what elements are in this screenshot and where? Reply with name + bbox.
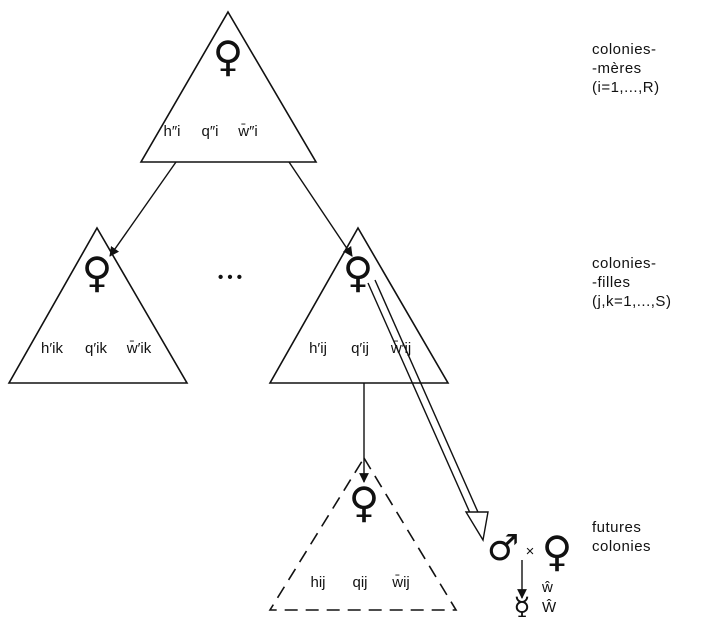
right-daughter-colony: ♀ h′ij q′ij w̄′ij (268, 226, 450, 384)
label-line: (i=1,...,R) (592, 79, 660, 96)
future-triangle (268, 456, 458, 611)
arrow-mother-to-left-daughter (109, 161, 177, 257)
right-daughter-h-label: h′ij (309, 340, 327, 357)
mother-q-label: q″i (202, 123, 219, 140)
left-daughter-h-label: h′ik (41, 340, 63, 357)
left-daughter-q-label: q′ik (85, 340, 107, 357)
mother-colony: ♀ h″i q″i w̄″i (139, 10, 318, 163)
arrow-mother-to-right-daughter (288, 161, 353, 257)
future-h-label: hij (310, 574, 325, 591)
right-daughter-triangle (268, 226, 450, 384)
label-line: (j,k=1,...,S) (592, 293, 672, 310)
future-q-label: qij (352, 574, 367, 591)
left-daughter-triangle (7, 226, 189, 384)
offspring-w-hat: ŵ (541, 579, 553, 596)
future-colony: ♀ hij qij w̄ij (268, 456, 458, 611)
cross-sign: × (526, 543, 535, 560)
label-line: colonies- (592, 255, 657, 272)
offspring: ☿ ŵ Ŵ (513, 579, 557, 617)
label-line: -filles (592, 274, 631, 291)
right-daughter-q-label: q′ij (351, 340, 369, 357)
left-daughter-colony: ♀ h′ik q′ik w̄′ik (7, 226, 189, 384)
mother-triangle (139, 10, 318, 163)
hollow-male-arrow (367, 279, 489, 542)
female-icon: ♀ (542, 527, 573, 576)
mother-colonies-label: colonies- -mères (i=1,...,R) (592, 40, 660, 97)
female-icon: ♀ (349, 478, 380, 527)
label-line: -mères (592, 60, 642, 77)
female-icon: ♀ (82, 248, 113, 297)
future-colonies-label: futures colonies (592, 518, 651, 556)
male-icon: ♂ (487, 528, 519, 569)
label-line: futures (592, 519, 642, 536)
mating-cross: ♂ × ♀ (487, 527, 573, 576)
female-icon: ♀ (213, 32, 244, 81)
offspring-W-hat: Ŵ (542, 599, 557, 616)
hermaphrodite-icon: ☿ (513, 591, 530, 617)
future-w-label: w̄ij (391, 574, 410, 591)
label-line: colonies (592, 538, 652, 555)
label-line: colonies- (592, 41, 657, 58)
female-icon: ♀ (343, 248, 374, 297)
daughter-colonies-label: colonies- -filles (j,k=1,...,S) (592, 254, 671, 311)
left-daughter-w-label: w̄′ik (126, 340, 152, 357)
ellipsis-dots: • • • (218, 269, 242, 286)
mother-h-label: h″i (164, 123, 181, 140)
mother-w-label: w̄″i (237, 123, 257, 140)
